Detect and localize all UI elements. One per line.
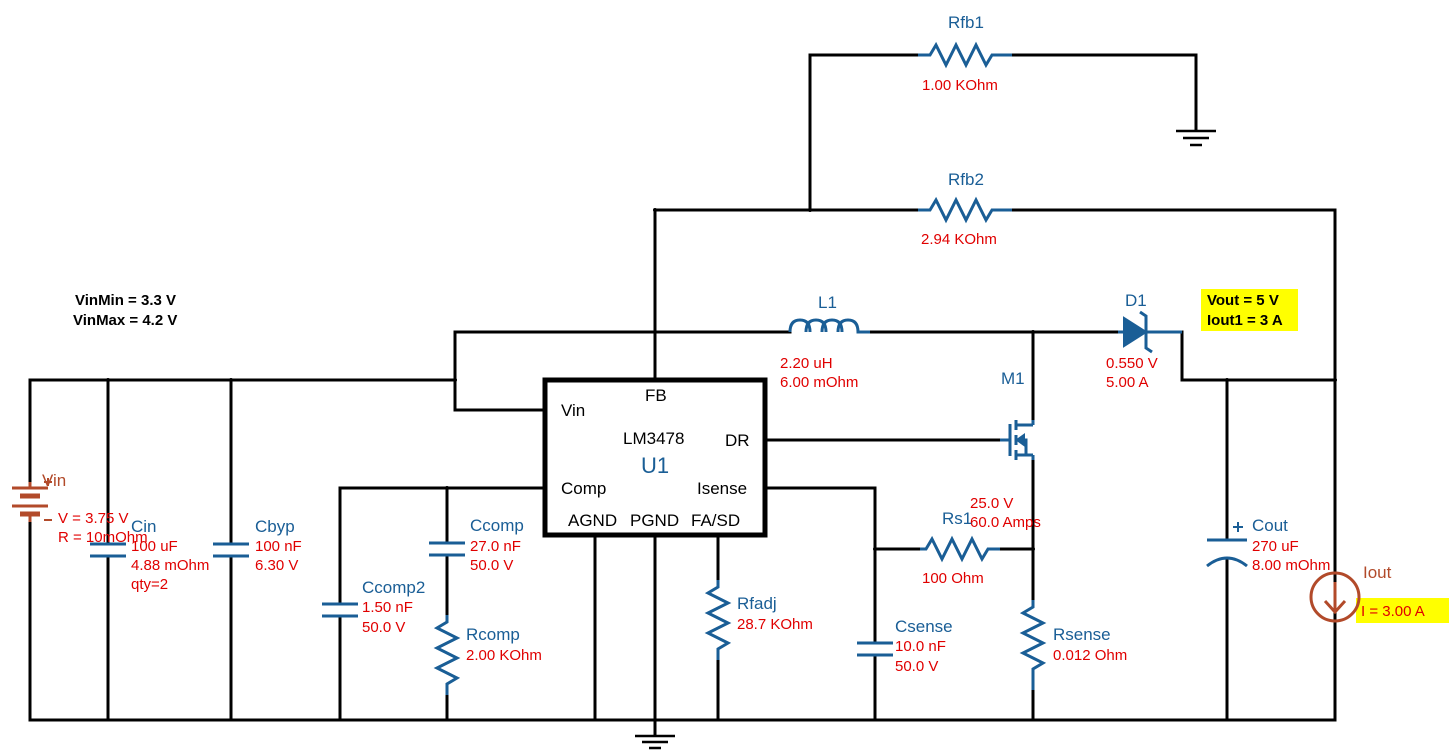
ic-part-number: LM3478	[623, 429, 684, 448]
iout-name: Iout	[1363, 563, 1392, 582]
inductor-l1-symbol[interactable]	[788, 318, 870, 334]
rfadj-name: Rfadj	[737, 594, 777, 613]
pin-fb-label: FB	[645, 386, 667, 405]
resistor-rs1-symbol[interactable]	[920, 535, 1000, 563]
rsense-name: Rsense	[1053, 625, 1111, 644]
ground-symbol-rfb1	[1176, 129, 1216, 147]
rfadj-value: 28.7 KOhm	[737, 616, 813, 633]
mosfet-m1-symbol[interactable]	[1000, 420, 1035, 460]
note-vout: Vout = 5 V	[1207, 292, 1279, 309]
resistor-rfadj-symbol[interactable]	[704, 580, 732, 660]
resistor-rfb2-symbol[interactable]	[918, 196, 1012, 224]
rfb1-value: 1.00 KOhm	[922, 77, 998, 94]
vin-value-voltage: V = 3.75 V	[58, 510, 128, 527]
ccomp2-value-cap: 1.50 nF	[362, 599, 413, 616]
resistor-rcomp-symbol[interactable]	[433, 615, 461, 695]
note-vin-max: VinMax = 4.2 V	[73, 312, 177, 329]
ccomp-name: Ccomp	[470, 516, 524, 535]
d1-value-current: 5.00 A	[1106, 374, 1149, 391]
diode-d1-symbol[interactable]	[1118, 310, 1182, 354]
vin-name: Vin	[42, 471, 66, 490]
cout-name: Cout	[1252, 516, 1288, 535]
l1-name: L1	[818, 293, 837, 312]
rfb1-name: Rfb1	[948, 13, 984, 32]
m1-name: M1	[1001, 369, 1025, 388]
cout-value-esr: 8.00 mOhm	[1252, 557, 1330, 574]
capacitor-ccomp-symbol[interactable]	[429, 541, 465, 557]
pin-fasd-label: FA/SD	[691, 511, 740, 530]
rfb2-value: 2.94 KOhm	[921, 231, 997, 248]
ic-u1[interactable]: FB Vin LM3478 DR U1 Comp Isense AGND PGN…	[542, 377, 768, 538]
csense-value-voltage: 50.0 V	[895, 658, 938, 675]
capacitor-cout-symbol[interactable]	[1206, 522, 1248, 568]
cout-value-cap: 270 uF	[1252, 538, 1299, 555]
ccomp-value-voltage: 50.0 V	[470, 557, 513, 574]
rcomp-name: Rcomp	[466, 625, 520, 644]
resistor-rfb1-symbol[interactable]	[918, 41, 1012, 69]
rs1-name: Rs1	[942, 509, 972, 528]
pin-isense-label: Isense	[697, 479, 747, 498]
pin-comp-label: Comp	[561, 479, 606, 498]
ccomp-value-cap: 27.0 nF	[470, 538, 521, 555]
vin-value-resistance: R = 10mOhm	[58, 529, 148, 546]
pin-pgnd-label: PGND	[630, 511, 679, 530]
cbyp-value-voltage: 6.30 V	[255, 557, 298, 574]
battery-vin-symbol[interactable]	[12, 478, 52, 522]
pin-dr-label: DR	[725, 431, 750, 450]
cbyp-value-cap: 100 nF	[255, 538, 302, 555]
m1-value-voltage: 25.0 V	[970, 495, 1013, 512]
ccomp2-value-voltage: 50.0 V	[362, 619, 405, 636]
ground-symbol-main	[635, 734, 675, 750]
capacitor-cin-symbol[interactable]	[90, 542, 126, 558]
cin-value-cap: 100 uF	[131, 538, 178, 555]
capacitor-cbyp-symbol[interactable]	[213, 542, 249, 558]
pin-vin-label: Vin	[561, 401, 585, 420]
iout-value: I = 3.00 A	[1361, 603, 1425, 620]
l1-value-dcr: 6.00 mOhm	[780, 374, 858, 391]
ccomp2-name: Ccomp2	[362, 578, 425, 597]
cin-value-esr: 4.88 mOhm	[131, 557, 209, 574]
cin-value-qty: qty=2	[131, 576, 168, 593]
rsense-value: 0.012 Ohm	[1053, 647, 1127, 664]
output-spec-highlight	[1201, 289, 1298, 331]
junction-dots	[106, 208, 1337, 551]
m1-value-current: 60.0 Amps	[970, 514, 1041, 531]
wires	[28, 53, 1337, 737]
l1-value-inductance: 2.20 uH	[780, 355, 833, 372]
rfb2-name: Rfb2	[948, 170, 984, 189]
csense-value-cap: 10.0 nF	[895, 638, 946, 655]
pin-agnd-label: AGND	[568, 511, 617, 530]
cin-name: Cin	[131, 517, 157, 536]
d1-value-vf: 0.550 V	[1106, 355, 1158, 372]
cbyp-name: Cbyp	[255, 517, 295, 536]
capacitor-csense-symbol[interactable]	[857, 641, 893, 657]
csense-name: Csense	[895, 617, 953, 636]
design-notes: VinMin = 3.3 V VinMax = 4.2 V Vout = 5 V…	[73, 292, 1283, 329]
ic-refdes: U1	[641, 453, 669, 478]
current-source-iout-symbol[interactable]	[1309, 571, 1361, 623]
resistor-rsense-symbol[interactable]	[1019, 600, 1047, 690]
ic-u1-body[interactable]	[542, 377, 768, 538]
capacitor-ccomp2-symbol[interactable]	[322, 602, 358, 618]
note-vin-min: VinMin = 3.3 V	[75, 292, 176, 309]
rcomp-value: 2.00 KOhm	[466, 647, 542, 664]
rs1-value: 100 Ohm	[922, 570, 984, 587]
note-iout1: Iout1 = 3 A	[1207, 312, 1283, 329]
iout-value-highlight	[1356, 598, 1449, 623]
d1-name: D1	[1125, 291, 1147, 310]
